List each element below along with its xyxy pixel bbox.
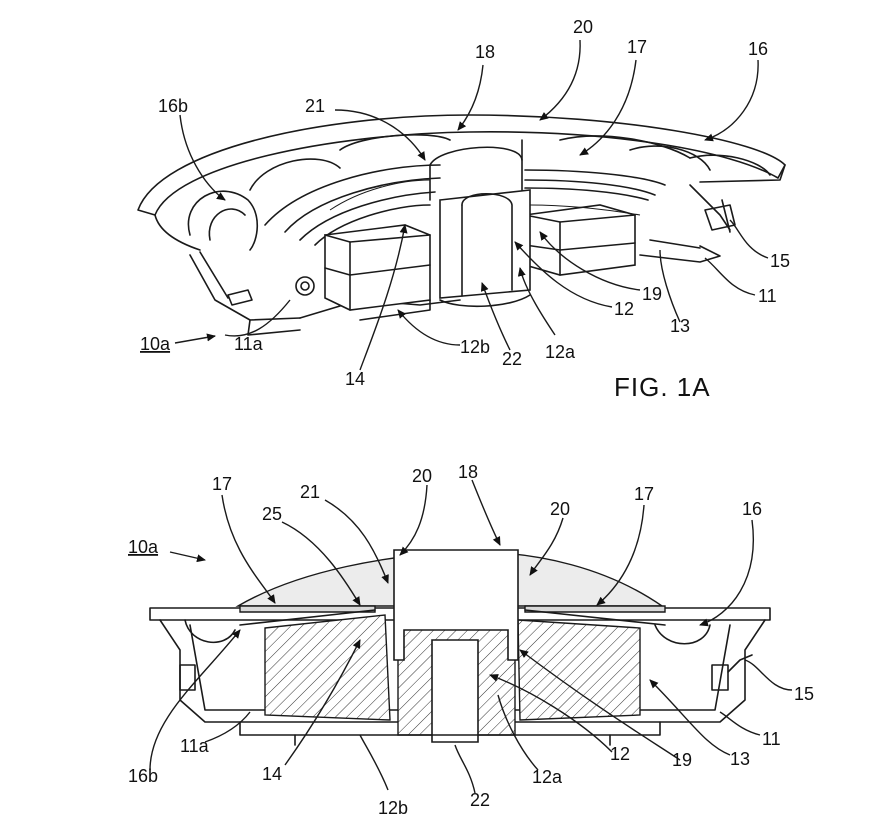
label-12-section: 12: [610, 744, 630, 764]
label-13-section: 13: [730, 749, 750, 769]
label-20: 20: [573, 17, 593, 37]
label-12: 12: [614, 299, 634, 319]
label-11: 11: [758, 286, 777, 306]
figure-caption: FIG. 1A: [614, 372, 711, 402]
label-17-left: 17: [212, 474, 232, 494]
label-11-section: 11: [762, 729, 781, 749]
label-17: 17: [627, 37, 647, 57]
label-12b-section: 12b: [378, 798, 408, 818]
label-11a-section: 11a: [180, 736, 210, 756]
label-14-section: 14: [262, 764, 282, 784]
label-14: 14: [345, 369, 365, 389]
perspective-leader-lines: [174, 39, 769, 371]
section-leader-lines: [149, 479, 793, 794]
label-18: 18: [475, 42, 495, 62]
label-16b-section: 16b: [128, 766, 158, 786]
perspective-view-drawing: [137, 114, 786, 336]
label-16-section: 16: [742, 499, 762, 519]
label-10a-top: 10a: [140, 334, 171, 354]
label-19-section: 19: [672, 750, 692, 770]
section-labels: 18 17 21 20 20 17 25 16 10a 15 11 13 19 …: [128, 462, 814, 818]
label-15-section: 15: [794, 684, 814, 704]
label-19: 19: [642, 284, 662, 304]
label-17-right: 17: [634, 484, 654, 504]
label-22-section: 22: [470, 790, 490, 810]
label-12b: 12b: [460, 337, 490, 357]
perspective-labels: 20 18 17 16 16b 21 15 11 19 12 13 10a 11…: [140, 17, 790, 389]
label-12a: 12a: [545, 342, 576, 362]
label-22: 22: [502, 349, 522, 369]
label-10a-section: 10a: [128, 537, 159, 557]
label-13: 13: [670, 316, 690, 336]
section-view-drawing: [149, 549, 771, 746]
label-20-right: 20: [550, 499, 570, 519]
label-18-section: 18: [458, 462, 478, 482]
label-21-section: 21: [300, 482, 320, 502]
label-20-left: 20: [412, 466, 432, 486]
label-25: 25: [262, 504, 282, 524]
label-16: 16: [748, 39, 768, 59]
label-21: 21: [305, 96, 325, 116]
label-12a-section: 12a: [532, 767, 563, 787]
label-15: 15: [770, 251, 790, 271]
label-16b: 16b: [158, 96, 188, 116]
label-11a: 11a: [234, 334, 264, 354]
